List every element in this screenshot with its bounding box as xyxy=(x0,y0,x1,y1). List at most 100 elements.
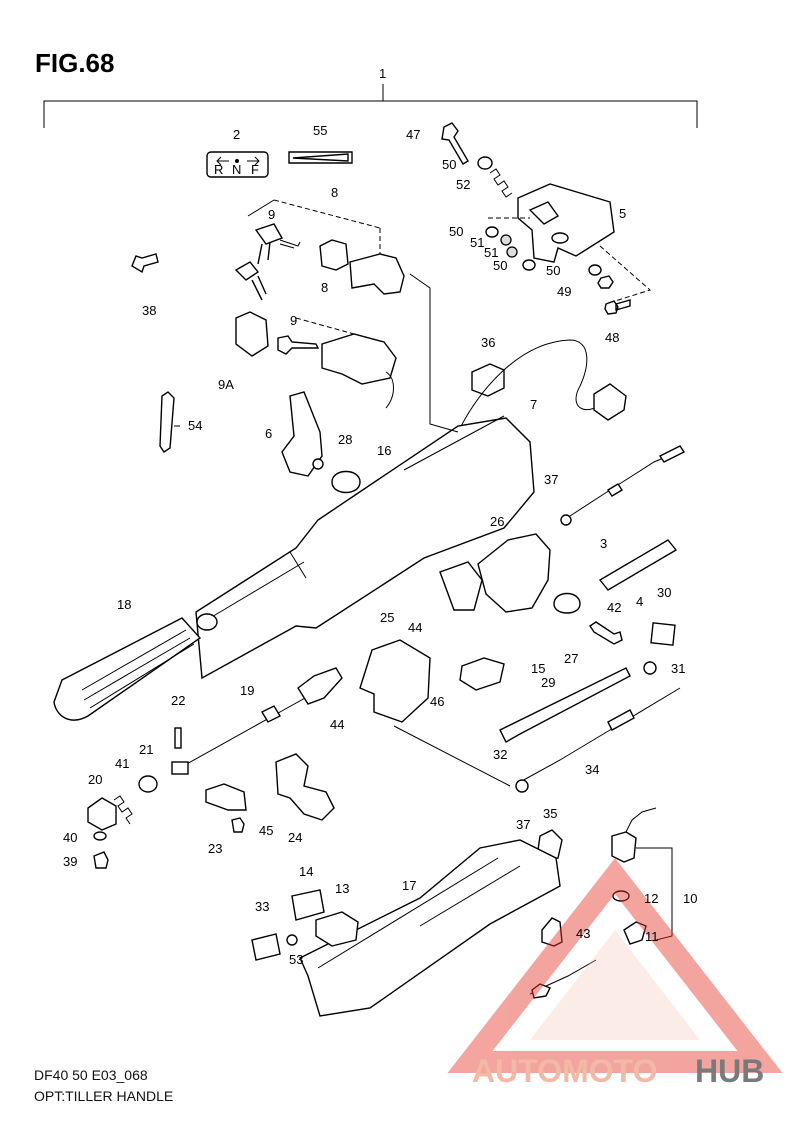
throttle-tube xyxy=(598,539,678,591)
callout-39: 39 xyxy=(63,854,77,869)
callout-10: 10 xyxy=(683,891,697,906)
ball-joint xyxy=(643,661,657,675)
callout-33: 33 xyxy=(255,899,269,914)
callout-8b: 8 xyxy=(321,280,328,295)
tiller-handle-body xyxy=(195,415,535,680)
lower-tiller-bracket xyxy=(299,839,561,1017)
hose-clamp xyxy=(331,470,361,494)
mount-screw xyxy=(541,917,563,947)
callout-46: 46 xyxy=(430,694,444,709)
callout-53: 53 xyxy=(289,952,303,967)
callout-18: 18 xyxy=(117,597,131,612)
callout-50b: 50 xyxy=(449,224,463,239)
cable-grommet xyxy=(471,363,505,397)
callout-40: 40 xyxy=(63,830,77,845)
assembly-bracket xyxy=(43,84,698,128)
callout-11: 11 xyxy=(645,929,659,944)
ignition-switch-lower xyxy=(235,311,397,409)
callout-labels: 1 2 55 47 50 52 5 50 51 51 50 50 49 48 8… xyxy=(63,66,697,967)
callout-16: 16 xyxy=(377,443,391,458)
callout-48: 48 xyxy=(605,330,619,345)
ignition-switch-upper xyxy=(234,199,405,301)
throttle-lever xyxy=(281,391,323,477)
callout-52: 52 xyxy=(456,177,470,192)
figure-code: DF40 50 E03_068 xyxy=(34,1067,148,1083)
stop-switch-cable xyxy=(457,339,627,433)
linkage-bracket xyxy=(439,561,483,611)
callout-49: 49 xyxy=(557,284,571,299)
callout-5: 5 xyxy=(619,206,626,221)
callout-2: 2 xyxy=(233,127,240,142)
callout-1: 1 xyxy=(379,66,386,81)
callout-42: 42 xyxy=(607,600,621,615)
figure-title: FIG.68 xyxy=(35,48,115,78)
callout-27: 27 xyxy=(564,651,578,666)
callout-55: 55 xyxy=(313,123,327,138)
callout-35: 35 xyxy=(543,806,557,821)
small-bolt xyxy=(131,253,159,274)
callout-4: 4 xyxy=(636,594,643,609)
cable-cap xyxy=(553,592,581,614)
retaining-clip xyxy=(159,391,175,453)
callout-7: 7 xyxy=(530,397,537,412)
callout-23: 23 xyxy=(208,841,222,856)
callout-41: 41 xyxy=(115,756,129,771)
cap-knob xyxy=(459,657,505,691)
shift-letter-f: F xyxy=(251,162,259,177)
link-rod xyxy=(499,667,631,743)
callout-13: 13 xyxy=(335,881,349,896)
bolt-washer-spring xyxy=(441,122,513,198)
watermark-brand-a: AUTOMOTO xyxy=(472,1053,657,1089)
throttle-linkage xyxy=(477,533,551,613)
shift-indicator-plate: R N F xyxy=(206,151,269,178)
callout-24: 24 xyxy=(288,830,302,845)
washer-set xyxy=(485,226,631,315)
small-screw-2 xyxy=(286,934,298,946)
clip-retainer xyxy=(251,933,281,961)
callout-26: 26 xyxy=(490,514,504,529)
decal-strip xyxy=(288,151,353,164)
callout-21: 21 xyxy=(139,742,153,757)
shift-letter-r: R xyxy=(214,162,223,177)
wire-holder xyxy=(315,911,359,947)
callout-22: 22 xyxy=(171,693,185,708)
callout-9b: 9 xyxy=(290,313,297,328)
shift-rod xyxy=(171,667,343,775)
callout-12: 12 xyxy=(644,891,658,906)
callout-17: 17 xyxy=(402,878,416,893)
callout-34: 34 xyxy=(585,762,599,777)
leader-lines xyxy=(174,199,673,941)
callout-8a: 8 xyxy=(331,185,338,200)
callout-37a: 37 xyxy=(544,472,558,487)
bracket-leader xyxy=(488,217,651,303)
shift-cable xyxy=(515,687,681,793)
switch-box xyxy=(291,889,325,921)
mount-plate xyxy=(650,622,676,646)
callout-38: 38 xyxy=(142,303,156,318)
callout-30: 30 xyxy=(657,585,671,600)
tiller-bracket xyxy=(517,183,615,263)
screw xyxy=(589,621,623,645)
callout-37b: 37 xyxy=(516,817,530,832)
callout-9a: 9 xyxy=(268,207,275,222)
callout-3: 3 xyxy=(600,536,607,551)
callout-51b: 51 xyxy=(484,245,498,260)
callout-14: 14 xyxy=(299,864,313,879)
shift-letter-n: N xyxy=(232,162,241,177)
callout-28: 28 xyxy=(338,432,352,447)
callout-31: 31 xyxy=(671,661,685,676)
throttle-cable xyxy=(560,445,686,526)
small-screw xyxy=(231,817,245,833)
cable-connector xyxy=(275,753,335,821)
callout-9A: 9A xyxy=(218,377,234,392)
callout-20: 20 xyxy=(88,772,102,787)
callout-50a: 50 xyxy=(442,157,456,172)
figure-description: OPT:TILLER HANDLE xyxy=(34,1088,174,1104)
callout-36: 36 xyxy=(481,335,495,350)
callout-47: 47 xyxy=(406,127,420,142)
emergency-stop-lanyard xyxy=(529,807,657,999)
callout-15: 15 xyxy=(531,661,545,676)
watermark-brand-b: HUB xyxy=(695,1053,764,1089)
callout-50c: 50 xyxy=(493,258,507,273)
